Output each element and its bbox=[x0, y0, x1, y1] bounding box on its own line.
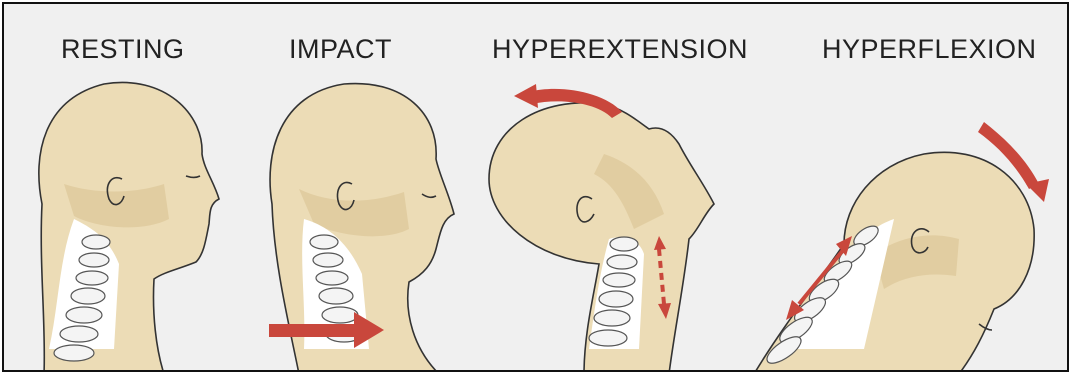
hyperflexion-head-illustration bbox=[744, 4, 1069, 372]
resting-head-illustration bbox=[4, 4, 244, 372]
whiplash-diagram: RESTING IMPACT HYPEREXTENSION HYPERFLEXI… bbox=[2, 2, 1069, 372]
hyperextension-head-illustration bbox=[474, 4, 734, 372]
impact-head-illustration bbox=[244, 4, 464, 372]
